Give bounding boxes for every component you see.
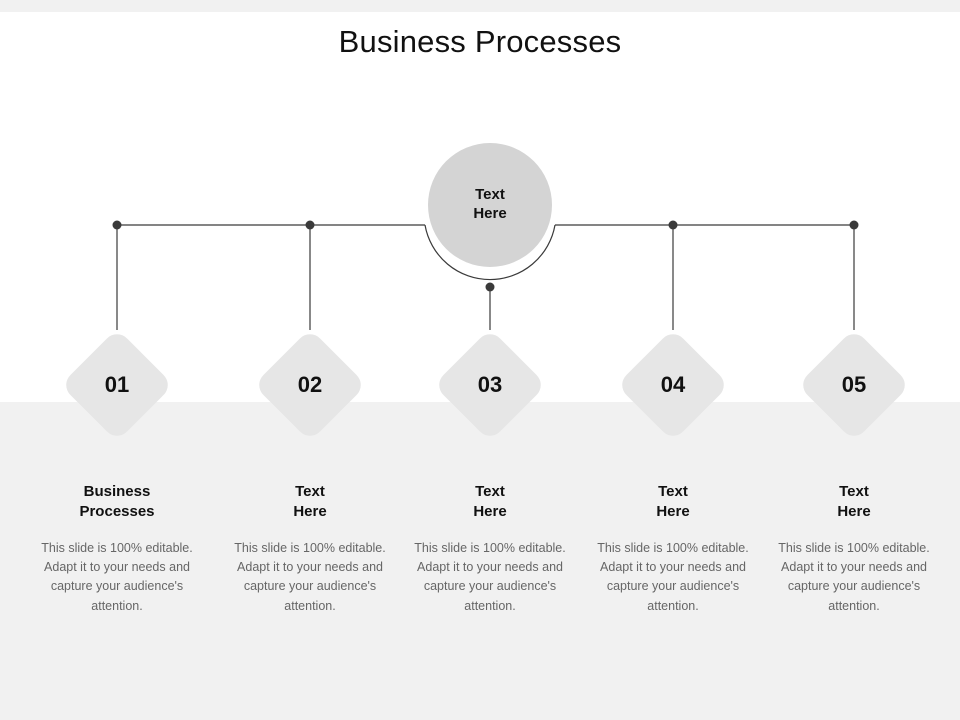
node-dot-03 [485, 282, 495, 292]
step-body-02: This slide is 100% editable. Adapt it to… [234, 540, 386, 613]
step-heading-01: Business Processes [24, 482, 210, 523]
diamond-number-02: 02 [297, 372, 323, 397]
diamond-number-03: 03 [477, 372, 503, 397]
lower-background-band [0, 402, 960, 720]
step-heading-02-line1: Text [295, 483, 325, 500]
step-diamond-03[interactable]: 03 [428, 323, 552, 447]
step-diamond-01[interactable]: 01 [55, 323, 179, 447]
step-heading-01-line2: Processes [79, 503, 155, 521]
step-diamond-04[interactable]: 04 [611, 323, 735, 447]
step-heading-03-line1: Text [475, 483, 505, 500]
step-heading-04: Text Here [580, 482, 766, 523]
step-text-column-04: Text Here This slide is 100% editable. A… [580, 482, 766, 616]
step-heading-04-line2: Here [656, 503, 690, 521]
step-heading-05-line1: Text [839, 483, 869, 500]
step-text-column-02: Text Here This slide is 100% editable. A… [217, 482, 403, 616]
center-hub-line1: Text [475, 186, 505, 204]
step-diamond-02[interactable]: 02 [248, 323, 372, 447]
step-body-04: This slide is 100% editable. Adapt it to… [597, 540, 749, 613]
step-heading-03-line2: Here [473, 503, 507, 521]
node-dot-02 [305, 220, 315, 230]
diamond-number-04: 04 [660, 372, 686, 397]
step-text-column-01: Business Processes This slide is 100% ed… [24, 482, 210, 616]
step-heading-03: Text Here [397, 482, 583, 523]
step-diamond-05[interactable]: 05 [792, 323, 916, 447]
diamond-number-05: 05 [841, 372, 867, 397]
page-title: Business Processes [338, 24, 622, 59]
hub-arc [424, 224, 556, 281]
step-heading-04-line1: Text [658, 483, 688, 500]
step-body-01: This slide is 100% editable. Adapt it to… [41, 540, 193, 613]
step-text-column-03: Text Here This slide is 100% editable. A… [397, 482, 583, 616]
step-heading-05-line2: Here [837, 503, 871, 521]
step-text-column-05: Text Here This slide is 100% editable. A… [761, 482, 947, 616]
center-hub[interactable]: Text Here [428, 143, 552, 267]
step-heading-05: Text Here [761, 482, 947, 523]
step-body-05: This slide is 100% editable. Adapt it to… [778, 540, 930, 613]
node-dot-04 [668, 220, 678, 230]
step-heading-01-line1: Business [83, 483, 151, 500]
node-dot-05 [849, 220, 859, 230]
step-body-03: This slide is 100% editable. Adapt it to… [414, 540, 566, 613]
diamond-number-01: 01 [104, 372, 130, 397]
top-strip [0, 0, 960, 12]
node-dot-01 [112, 220, 122, 230]
step-heading-02: Text Here [217, 482, 403, 523]
step-heading-02-line2: Here [293, 503, 327, 521]
center-hub-line2: Here [473, 205, 507, 222]
